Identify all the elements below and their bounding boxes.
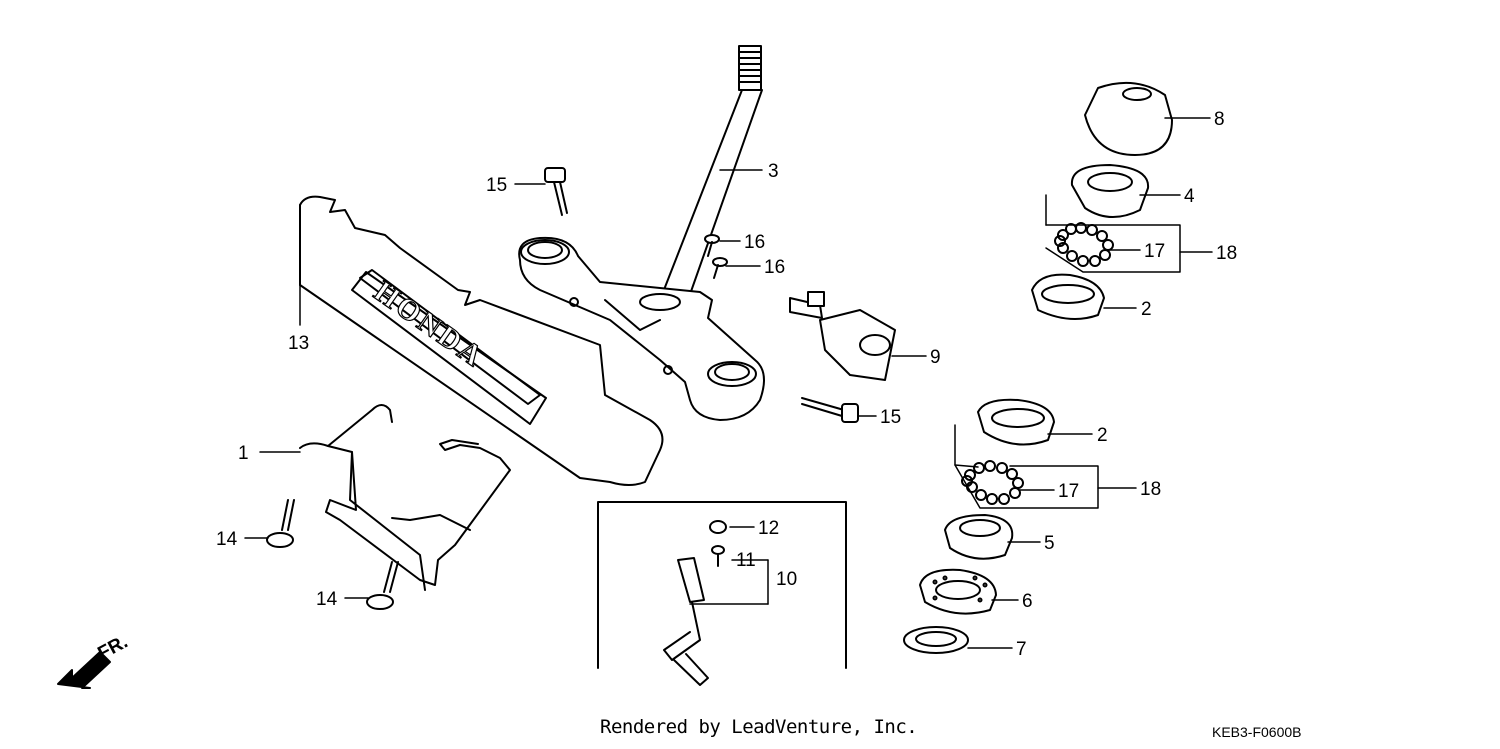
- steering-lock: [790, 292, 895, 380]
- callout-16-upper: 16: [744, 232, 765, 253]
- callout-5: 5: [1044, 533, 1055, 554]
- dust-seal-6: [920, 570, 996, 614]
- diagram-code: KEB3-F0600B: [1212, 724, 1302, 740]
- steel-balls-upper: [1055, 223, 1113, 266]
- inner-race-5: [945, 515, 1012, 559]
- callout-18-upper: 18: [1216, 243, 1237, 264]
- callout-14-lower: 14: [316, 589, 338, 610]
- steel-balls-lower: [962, 461, 1023, 504]
- footer-credit: Rendered by LeadVenture, Inc.: [600, 716, 918, 738]
- inner-race-4: [1072, 165, 1148, 217]
- callout-8: 8: [1214, 109, 1225, 130]
- adjusting-nut-8: [1085, 83, 1172, 155]
- leader-lines: [245, 118, 1212, 648]
- callout-2-upper: 2: [1141, 299, 1152, 320]
- steering-stem: [660, 46, 762, 300]
- outer-race-2-lower: [978, 400, 1054, 445]
- lock-kit-box: [598, 502, 846, 685]
- callout-9: 9: [930, 347, 941, 368]
- callout-7: 7: [1016, 639, 1027, 660]
- callout-2-lower: 2: [1097, 425, 1108, 446]
- callout-3: 3: [768, 161, 779, 182]
- lower-triple-clamp: [519, 238, 764, 420]
- bolt-14-upper: [267, 500, 294, 547]
- bolt-15-upper: [545, 168, 567, 215]
- callout-10: 10: [776, 569, 797, 590]
- callout-4: 4: [1184, 186, 1195, 207]
- bolt-15-lower: [802, 398, 858, 422]
- callout-11: 11: [736, 550, 756, 571]
- bolt-14-lower: [367, 562, 398, 609]
- callout-6: 6: [1022, 591, 1033, 612]
- front-arrow-icon: [58, 652, 110, 688]
- callout-1: 1: [238, 443, 249, 464]
- headlight-stay: [300, 405, 510, 590]
- screws-16: [705, 235, 727, 278]
- callout-15-lower: 15: [880, 407, 901, 428]
- callout-14-upper: 14: [216, 529, 238, 550]
- callout-15-upper: 15: [486, 175, 507, 196]
- callout-12: 12: [758, 518, 779, 539]
- front-cover: [300, 197, 662, 485]
- outer-race-2-upper: [1032, 275, 1104, 319]
- callout-18-lower: 18: [1140, 479, 1161, 500]
- callout-16-lower: 16: [764, 257, 785, 278]
- callout-13: 13: [288, 333, 309, 354]
- callout-17-lower: 17: [1058, 481, 1079, 502]
- callout-17-upper: 17: [1144, 241, 1165, 262]
- washer-7: [904, 627, 968, 653]
